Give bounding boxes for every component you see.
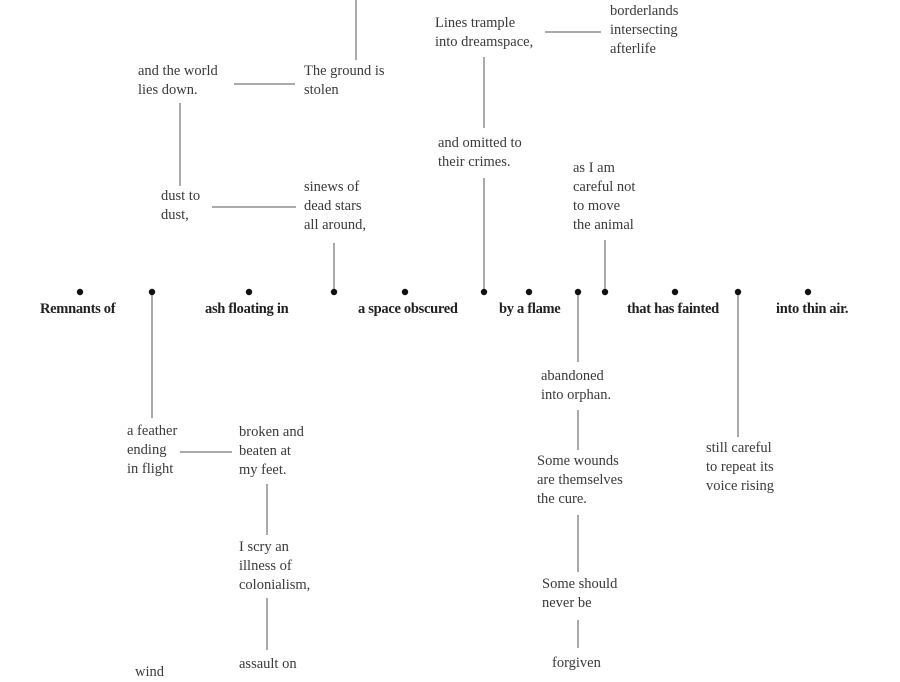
branch-forgiven: forgiven — [552, 654, 601, 673]
line: dust to — [161, 188, 201, 204]
branch-world: and the world lies down. — [138, 62, 218, 100]
line: ending — [127, 442, 167, 458]
line: afterlife — [610, 41, 656, 57]
node-dot — [330, 288, 338, 296]
line: to repeat its — [706, 459, 774, 475]
branch-ground: The ground is stolen — [304, 62, 385, 100]
node-dot — [671, 288, 679, 296]
main-phrase: by a flame — [499, 301, 561, 317]
node-dot — [525, 288, 533, 296]
line: Lines trample — [435, 15, 516, 31]
branch-omitted: and omitted to their crimes. — [438, 134, 522, 172]
branch-assault: assault on — [239, 655, 297, 674]
line: I scry an — [239, 539, 289, 555]
line: illness of — [239, 558, 292, 574]
node-dot — [601, 288, 609, 296]
line: dead stars — [304, 198, 362, 214]
line: Some should — [542, 576, 618, 592]
branch-abandoned: abandoned into orphan. — [541, 367, 611, 405]
line: lies down. — [138, 82, 198, 98]
branch-wounds: Some wounds are themselves the cure. — [537, 452, 623, 509]
line: as I am — [573, 160, 615, 176]
main-phrase: Remnants of — [40, 301, 116, 317]
branch-scry: I scry an illness of colonialism, — [239, 538, 310, 595]
line: a feather — [127, 423, 178, 439]
line: careful not — [573, 179, 636, 195]
branch-still: still careful to repeat its voice rising — [706, 439, 774, 496]
line: never be — [542, 595, 592, 611]
line: their crimes. — [438, 154, 511, 170]
main-phrase: a space obscured — [358, 301, 458, 317]
line: to move — [573, 198, 621, 214]
line: abandoned — [541, 368, 604, 384]
branch-feather: a feather ending in flight — [127, 422, 177, 479]
line: and omitted to — [438, 135, 522, 151]
node-dot — [480, 288, 488, 296]
line: still careful — [706, 440, 772, 456]
branch-lines: Lines trample into dreamspace, — [435, 14, 533, 52]
line: the animal — [573, 217, 634, 233]
node-dot — [804, 288, 812, 296]
line: borderlands — [610, 3, 679, 19]
line: dust, — [161, 207, 189, 223]
line: all around, — [304, 217, 367, 233]
line: intersecting — [610, 22, 678, 38]
branch-borderlands: borderlands intersecting afterlife — [610, 2, 678, 59]
line: in flight — [127, 461, 174, 477]
node-dot — [574, 288, 582, 296]
branch-broken: broken and beaten at my feet. — [239, 423, 304, 480]
line: and the world — [138, 63, 218, 79]
line: assault on — [239, 656, 297, 672]
line: broken and — [239, 424, 304, 440]
line: Some wounds — [537, 453, 619, 469]
line: voice rising — [706, 478, 775, 494]
node-dot — [76, 288, 84, 296]
node-dot — [401, 288, 409, 296]
node-dot — [245, 288, 253, 296]
line: into dreamspace, — [435, 34, 534, 50]
branch-wind: wind — [135, 663, 164, 682]
main-phrase: into thin air. — [776, 301, 849, 317]
line: my feet. — [239, 462, 287, 478]
line: beaten at — [239, 443, 291, 459]
node-dot — [734, 288, 742, 296]
main-phrase: ash floating in — [205, 301, 289, 317]
line: the cure. — [537, 491, 587, 507]
line: sinews of — [304, 179, 360, 195]
line: into orphan. — [541, 387, 612, 403]
branch-dust: dust to dust, — [161, 187, 200, 225]
line: forgiven — [552, 655, 601, 671]
main-phrase: that has fainted — [627, 301, 719, 317]
line: The ground is — [304, 63, 385, 79]
branch-should: Some should never be — [542, 575, 617, 613]
line: colonialism, — [239, 577, 311, 593]
line: stolen — [304, 82, 339, 98]
line: wind — [135, 664, 164, 680]
node-dot — [148, 288, 156, 296]
branch-careful: as I am careful not to move the animal — [573, 159, 635, 235]
line: are themselves — [537, 472, 623, 488]
branch-sinews: sinews of dead stars all around, — [304, 178, 366, 235]
